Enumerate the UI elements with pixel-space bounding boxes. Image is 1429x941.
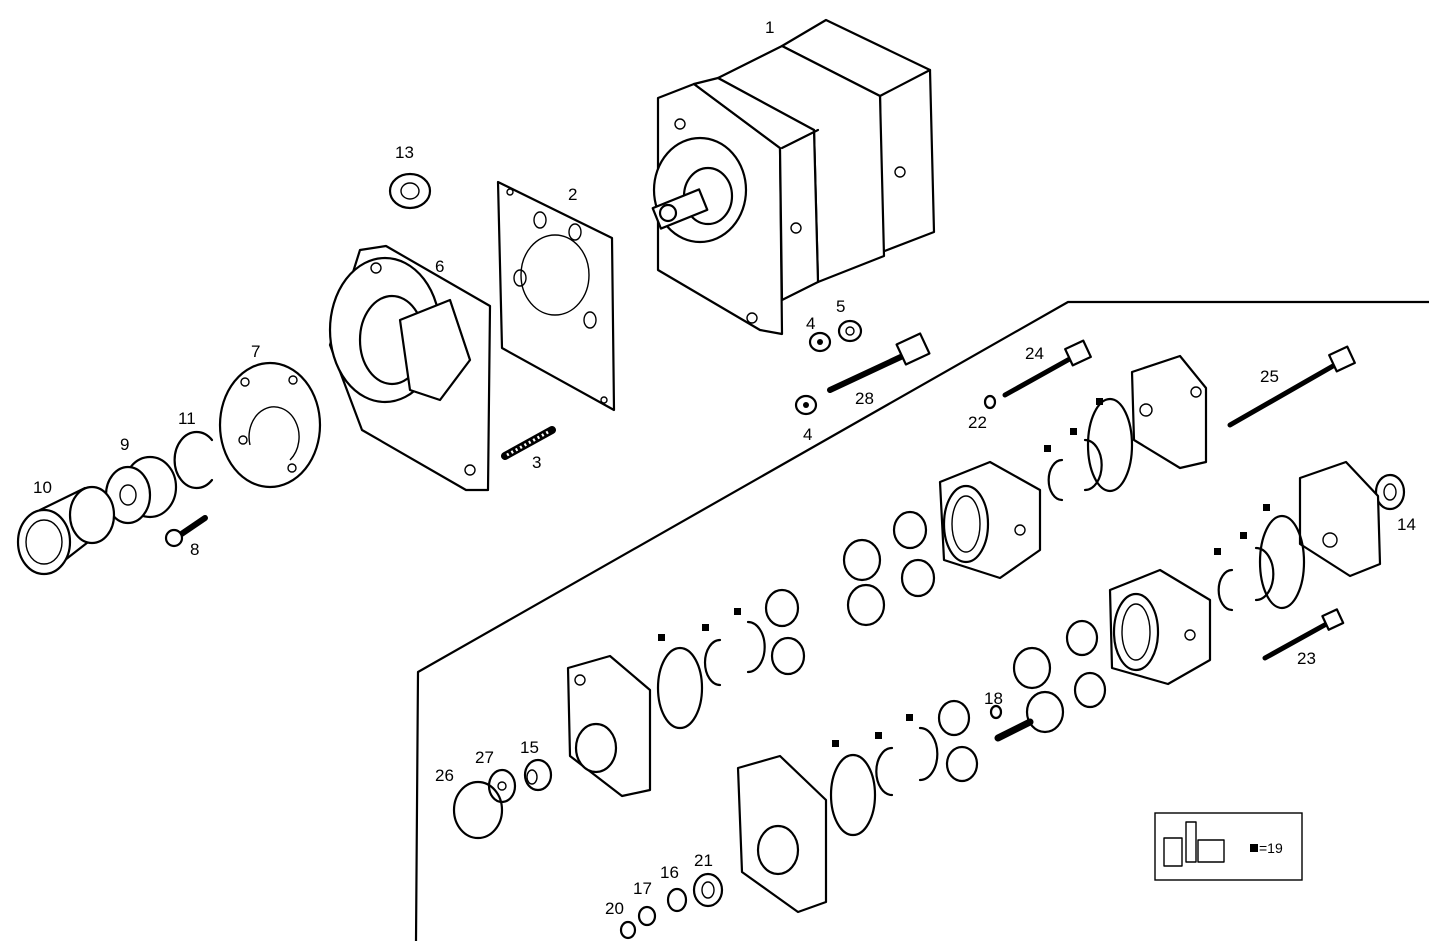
callout-7: 7 xyxy=(251,342,260,361)
callout-28: 28 xyxy=(855,389,874,408)
part-10-coupling-sleeve xyxy=(16,485,116,576)
part-20-washer xyxy=(619,920,637,940)
part-4-washer-upper xyxy=(808,331,832,353)
callout-17: 17 xyxy=(633,879,652,898)
o-ring-lower-left xyxy=(656,646,704,730)
callout-6: 6 xyxy=(435,257,444,276)
seal-rings-lower-left xyxy=(703,620,766,687)
part-24-bolt xyxy=(1002,339,1092,398)
part-3-stud xyxy=(501,426,556,460)
part-11-retaining-ring xyxy=(173,430,214,490)
bearing-bushings-lower-left xyxy=(764,588,806,676)
part-16-ring xyxy=(666,887,688,913)
part-28-bolt xyxy=(827,332,931,393)
seal-kit-markers xyxy=(658,398,1270,747)
callout-5: 5 xyxy=(836,297,845,316)
end-cover-upper xyxy=(1130,354,1208,470)
part-13-seal xyxy=(388,172,432,210)
part-22-washer xyxy=(983,394,997,410)
gears-lower-right xyxy=(994,646,1065,742)
part-26-ring xyxy=(452,780,504,840)
part-14-seal xyxy=(1374,473,1406,511)
o-ring-lower-center xyxy=(829,753,877,837)
seal-rings-right xyxy=(1217,546,1275,612)
callout-4a: 4 xyxy=(806,314,815,333)
front-cover-lower-center xyxy=(736,754,828,914)
seal-kit-icon xyxy=(1163,821,1225,867)
part-7-flange-plate xyxy=(218,361,322,489)
bearing-bushings-upper xyxy=(892,510,936,598)
part-27-washer xyxy=(487,768,517,804)
callout-20: 20 xyxy=(605,899,624,918)
seal-rings-lower-center xyxy=(875,726,939,797)
part-2-gasket-plate xyxy=(496,180,616,412)
callout-8: 8 xyxy=(190,540,199,559)
part-21-seal xyxy=(692,872,724,908)
callout-13: 13 xyxy=(395,143,414,162)
legend-label: =19 xyxy=(1259,840,1283,856)
callout-21: 21 xyxy=(694,851,713,870)
o-ring-upper-right xyxy=(1086,397,1134,493)
part-8-screw xyxy=(164,515,208,548)
callout-9: 9 xyxy=(120,435,129,454)
callout-4b: 4 xyxy=(803,425,812,444)
part-9-gear xyxy=(104,455,178,525)
callouts: 1 2 3 4 4 5 6 7 8 9 10 11 13 14 15 16 17… xyxy=(33,18,1416,918)
callout-10: 10 xyxy=(33,478,52,497)
part-23-bolt xyxy=(1262,608,1345,661)
o-ring-right xyxy=(1258,514,1306,610)
callout-26: 26 xyxy=(435,766,454,785)
part-18-key xyxy=(989,704,1003,720)
part-1-pump-body xyxy=(651,18,936,336)
callout-24: 24 xyxy=(1025,344,1044,363)
callout-25: 25 xyxy=(1260,367,1279,386)
callout-14: 14 xyxy=(1397,515,1416,534)
gear-housing-upper xyxy=(938,460,1042,580)
callout-11: 11 xyxy=(178,409,196,428)
front-cover-lower-left xyxy=(566,654,652,798)
gears-upper xyxy=(842,538,886,627)
callout-18: 18 xyxy=(984,689,1003,708)
callout-16: 16 xyxy=(660,863,679,882)
assembly-divider-line xyxy=(414,300,1429,941)
part-5-nut xyxy=(837,319,863,343)
callout-22: 22 xyxy=(968,413,987,432)
seal-rings-upper-right xyxy=(1047,438,1103,502)
part-6-adapter-housing xyxy=(328,244,492,492)
callout-23: 23 xyxy=(1297,649,1316,668)
callout-27: 27 xyxy=(475,748,494,767)
gear-housing-lower xyxy=(1108,568,1212,686)
bearing-bushings-lower-right xyxy=(1065,619,1107,709)
part-15-bushing xyxy=(523,758,553,792)
part-17-nut xyxy=(637,905,657,927)
part-25-bolt xyxy=(1227,345,1356,428)
end-cover-right xyxy=(1298,460,1382,578)
part-4-washer-lower xyxy=(794,394,818,416)
callout-15: 15 xyxy=(520,738,539,757)
callout-1: 1 xyxy=(765,18,774,37)
callout-3: 3 xyxy=(532,453,541,472)
bearing-bushings-lower-center xyxy=(937,699,979,783)
callout-2: 2 xyxy=(568,185,577,204)
seal-kit-legend: =19 xyxy=(1154,812,1303,881)
